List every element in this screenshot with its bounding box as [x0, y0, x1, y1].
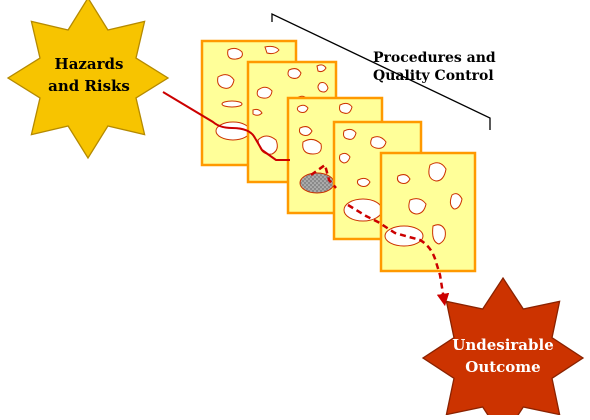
barrier-label-line2: Quality Control: [373, 68, 494, 84]
hazard-trajectory: [162, 91, 450, 307]
outcome-label-line2: Outcome: [465, 358, 540, 376]
hazard-star: [6, 0, 170, 160]
blocked-hole: [299, 172, 335, 194]
barrier-label-line1: Procedures and: [373, 50, 496, 66]
hazard-label-line1: Hazards: [55, 55, 124, 73]
outcome-label-line1: Undesirable: [452, 336, 554, 354]
outcome-star: [421, 276, 585, 420]
cheese-slice-5: [379, 151, 477, 273]
barrier-bracket: [271, 12, 491, 130]
hazard-label-line2: and Risks: [48, 77, 130, 95]
